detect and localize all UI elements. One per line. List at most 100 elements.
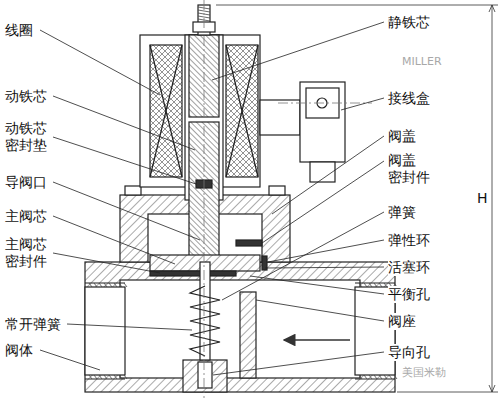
drawing-stroke bbox=[272, 136, 384, 214]
drawing-stroke bbox=[125, 186, 141, 195]
drawing-stroke bbox=[150, 45, 182, 177]
drawing-stroke bbox=[265, 267, 384, 268]
drawing-stroke bbox=[124, 375, 127, 379]
part-label: 动铁芯 密封垫 bbox=[5, 120, 51, 154]
part-label: 阀盖 密封件 bbox=[388, 152, 434, 186]
drawing-stroke bbox=[262, 161, 384, 243]
part-label: 线圈 bbox=[5, 22, 33, 39]
drawing-stroke bbox=[198, 10, 210, 12]
drawing-stroke bbox=[85, 378, 125, 379]
drawing-stroke bbox=[359, 375, 362, 379]
drawing-stroke bbox=[379, 283, 382, 287]
drawing-stroke bbox=[114, 283, 117, 287]
part-label: 静铁芯 bbox=[388, 14, 430, 31]
drawing-stroke bbox=[374, 283, 377, 287]
drawing-stroke bbox=[341, 98, 384, 110]
drawing-stroke bbox=[213, 352, 384, 375]
drawing-stroke bbox=[240, 292, 256, 378]
watermark: MILLER bbox=[402, 55, 442, 68]
part-label: 平衡孔 bbox=[388, 286, 430, 303]
drawing-stroke bbox=[212, 22, 384, 80]
drawing-stroke bbox=[53, 96, 195, 150]
part-label: 阀座 bbox=[388, 313, 416, 330]
drawing-stroke bbox=[198, 16, 210, 18]
drawing-stroke bbox=[150, 45, 182, 177]
leader-lines bbox=[40, 22, 384, 375]
drawing-stroke bbox=[278, 103, 372, 104]
drawing-stroke bbox=[183, 360, 227, 392]
drawing-stroke bbox=[384, 283, 387, 287]
drawing-stroke bbox=[53, 137, 196, 184]
drawing-stroke bbox=[109, 283, 112, 287]
part-label: 主阀芯 bbox=[5, 208, 47, 225]
drawing-stroke bbox=[256, 300, 384, 321]
drawing-stroke bbox=[94, 283, 97, 287]
drawing-stroke bbox=[369, 283, 372, 287]
drawing-stroke bbox=[364, 283, 367, 287]
part-label: 弹性环 bbox=[388, 232, 430, 249]
drawing-stroke bbox=[397, 392, 498, 393]
drawing-stroke bbox=[53, 182, 200, 240]
drawing-stroke bbox=[204, 0, 205, 398]
drawing-stroke bbox=[216, 5, 498, 6]
drawing-stroke bbox=[53, 253, 160, 273]
drawing-stroke bbox=[250, 276, 384, 294]
watermark: 美国米勒 bbox=[402, 366, 446, 379]
part-label: 导向孔 bbox=[388, 344, 430, 361]
drawing-stroke bbox=[89, 283, 92, 287]
drawing-stroke bbox=[198, 362, 212, 388]
drawing-stroke bbox=[359, 283, 362, 287]
part-label: 接线盒 bbox=[388, 90, 430, 107]
drawing-stroke bbox=[394, 375, 397, 379]
drawing-stroke bbox=[120, 280, 360, 378]
drawing-stroke bbox=[119, 375, 122, 379]
drawing-stroke bbox=[104, 283, 107, 287]
drawing-stroke bbox=[99, 283, 102, 287]
drawing-stroke bbox=[226, 45, 258, 177]
drawing-stroke bbox=[364, 375, 367, 379]
drawing-stroke bbox=[355, 378, 395, 379]
drawing-stroke bbox=[222, 212, 384, 300]
drawing-stroke bbox=[384, 375, 387, 379]
drawing-stroke bbox=[226, 45, 258, 177]
dimension bbox=[216, 5, 498, 392]
drawing-stroke bbox=[67, 324, 192, 330]
dimension-label: H bbox=[474, 190, 491, 207]
drawing-stroke bbox=[379, 375, 382, 379]
drawing-stroke bbox=[236, 240, 262, 246]
drawing-stroke bbox=[226, 45, 258, 177]
drawing-stroke bbox=[389, 375, 392, 379]
drawing-stroke bbox=[114, 375, 117, 379]
part-label: 常开弹簧 bbox=[5, 316, 61, 333]
centerlines bbox=[204, 0, 372, 398]
drawing-stroke bbox=[99, 375, 102, 379]
part-label: 阀体 bbox=[5, 342, 33, 359]
drawing-stroke bbox=[104, 375, 107, 379]
main-valve bbox=[150, 255, 267, 360]
drawing-stroke bbox=[268, 240, 384, 262]
drawing-stroke bbox=[85, 287, 125, 375]
drawing-stroke bbox=[492, 5, 493, 392]
drawing-stroke bbox=[89, 375, 92, 379]
drawing-stroke bbox=[190, 286, 220, 356]
drawing-stroke bbox=[300, 82, 345, 162]
part-label: 活塞环 bbox=[388, 259, 430, 276]
drawing-stroke bbox=[374, 375, 377, 379]
drawing-stroke bbox=[40, 350, 100, 370]
part-label: 导阀口 bbox=[5, 174, 47, 191]
drawing-stroke bbox=[40, 30, 160, 95]
drawing-stroke bbox=[124, 283, 127, 287]
junction-box bbox=[260, 82, 345, 182]
part-label: 阀盖 bbox=[388, 128, 416, 145]
drawing-stroke bbox=[119, 283, 122, 287]
drawing-stroke bbox=[269, 186, 285, 195]
part-label: 动铁芯 bbox=[5, 88, 47, 105]
drawing-stroke bbox=[369, 375, 372, 379]
drawing-stroke bbox=[150, 271, 236, 276]
drawing-stroke bbox=[94, 375, 97, 379]
port-thread bbox=[89, 283, 397, 379]
flow-arrow bbox=[284, 339, 350, 341]
drawing-stroke bbox=[109, 375, 112, 379]
part-label: 弹簧 bbox=[388, 204, 416, 221]
